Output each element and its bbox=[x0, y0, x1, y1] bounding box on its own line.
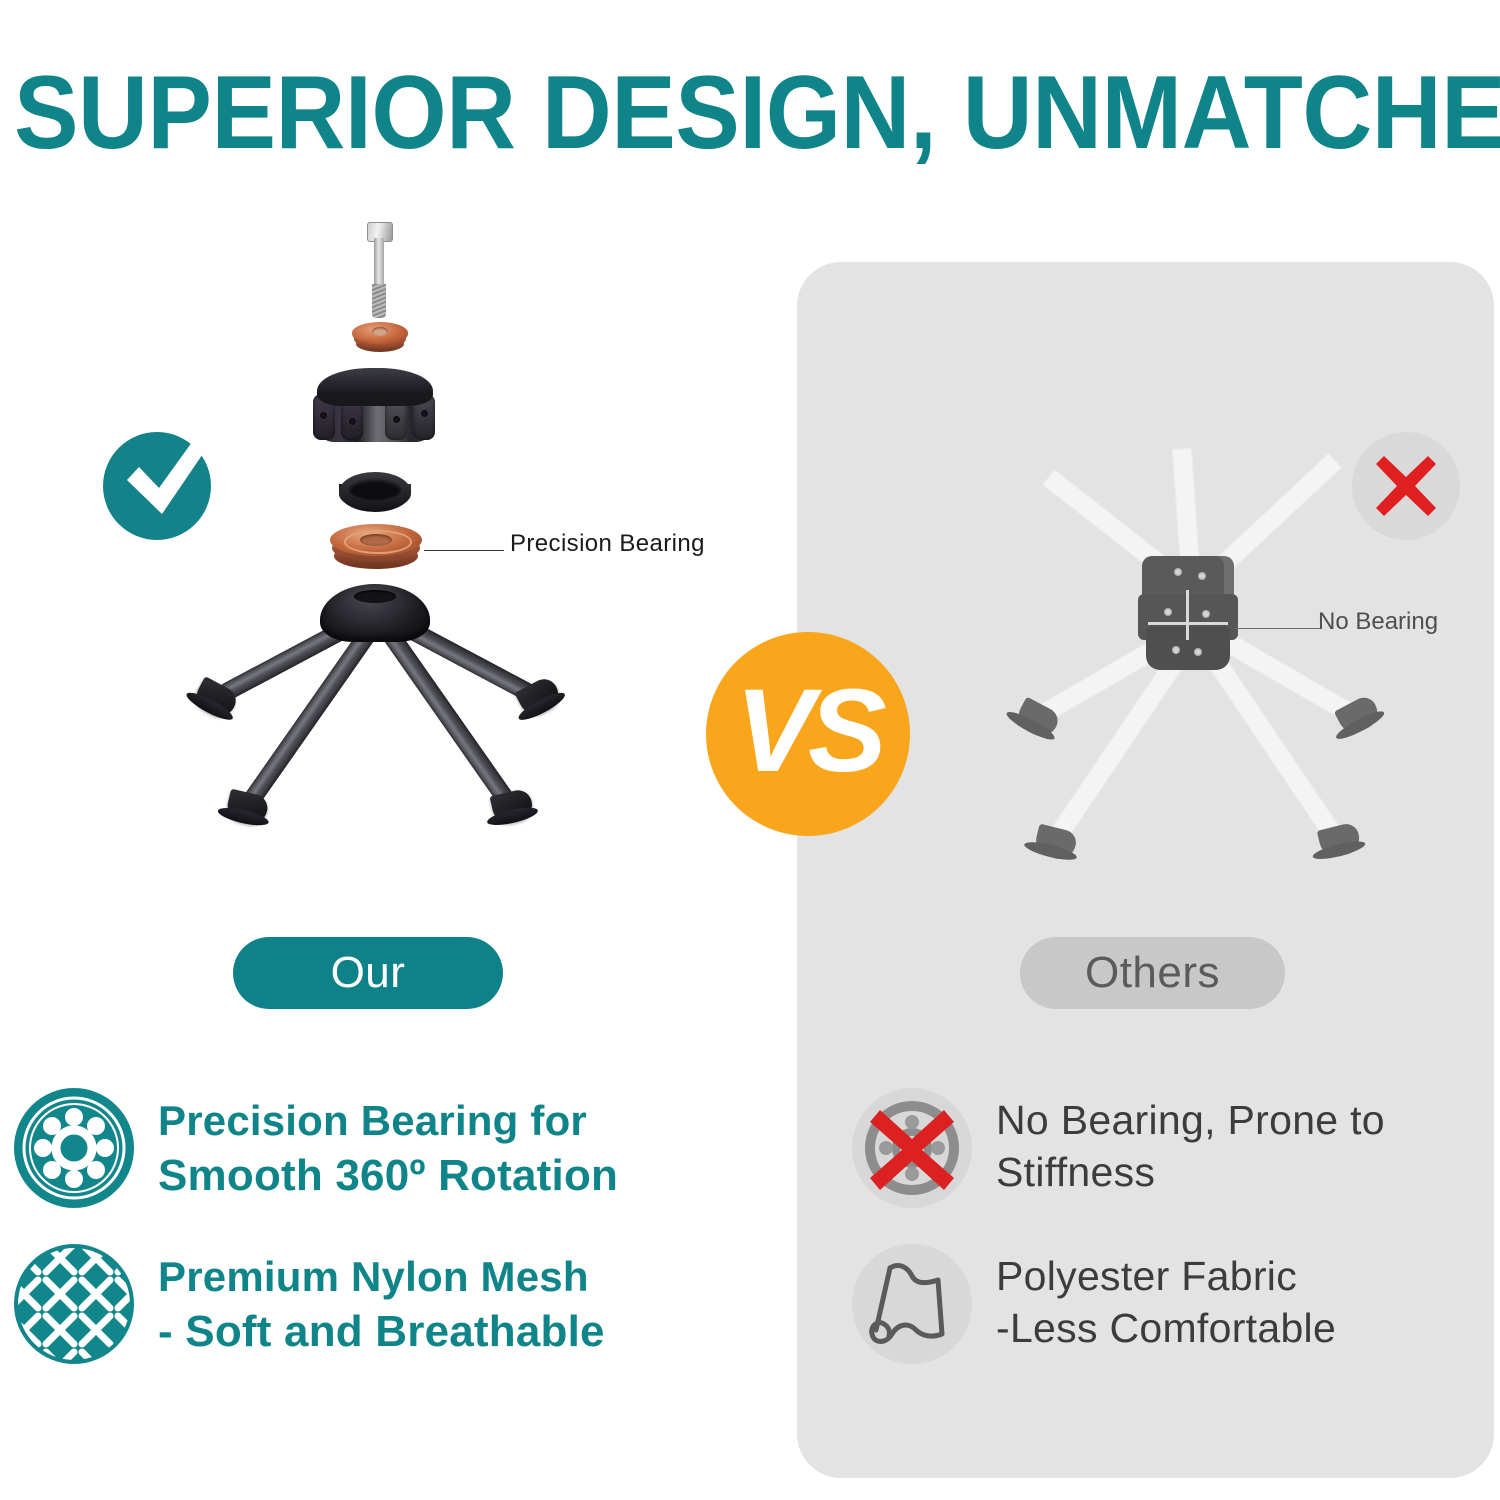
feature-line-2: Stiffness bbox=[996, 1149, 1156, 1196]
precision-bearing-part bbox=[330, 524, 422, 576]
cross-badge bbox=[1352, 432, 1460, 540]
no-bearing-leader-line bbox=[1235, 628, 1321, 629]
small-copper-bearing-part bbox=[352, 322, 408, 354]
others-hub-no-bearing bbox=[1136, 556, 1240, 674]
precision-bearing-leader-line bbox=[424, 550, 504, 551]
feature-line-2: - Soft and Breathable bbox=[158, 1306, 605, 1356]
close-icon bbox=[1376, 456, 1436, 516]
vs-badge: VS bbox=[706, 632, 910, 836]
others-label-text: Others bbox=[1084, 948, 1221, 997]
hub-part bbox=[313, 368, 437, 450]
our-base-cap bbox=[320, 584, 430, 642]
spacer-ring-part bbox=[339, 472, 411, 516]
page-title: SUPERIOR DESIGN, UNMATCHED COMFORT bbox=[14, 55, 1500, 171]
check-icon bbox=[127, 424, 215, 514]
bolt-thread-icon bbox=[372, 284, 386, 318]
feature-line-2: -Less Comfortable bbox=[996, 1305, 1337, 1352]
others-label-pill: Others bbox=[1020, 937, 1285, 1009]
feature-item-polyester-fabric: Polyester Fabric -Less Comfortable bbox=[846, 1238, 1486, 1370]
check-badge bbox=[103, 424, 215, 540]
feature-item-no-bearing: No Bearing, Prone to Stiffness bbox=[846, 1082, 1486, 1214]
woven-mesh-icon bbox=[8, 1238, 140, 1370]
vs-label: VS bbox=[735, 665, 886, 797]
feature-line-1: No Bearing, Prone to bbox=[996, 1097, 1385, 1143]
feature-line-1: Precision Bearing for bbox=[158, 1097, 587, 1144]
bolt-shaft-icon bbox=[374, 238, 384, 286]
our-label-text: Our bbox=[330, 948, 406, 997]
ball-bearing-icon bbox=[8, 1082, 140, 1214]
feature-item-nylon-mesh: Premium Nylon Mesh - Soft and Breathable bbox=[8, 1238, 768, 1370]
fabric-roll-icon bbox=[846, 1238, 978, 1370]
feature-item-precision-bearing: Precision Bearing for Smooth 360º Rotati… bbox=[8, 1082, 768, 1214]
our-label-pill: Our bbox=[233, 937, 503, 1009]
others-feature-list: No Bearing, Prone to Stiffness Polyester… bbox=[846, 1082, 1486, 1394]
precision-bearing-callout-label: Precision Bearing bbox=[510, 530, 705, 557]
no-bearing-callout-label: No Bearing bbox=[1318, 608, 1439, 635]
no-bearing-icon bbox=[846, 1082, 978, 1214]
our-feature-list: Precision Bearing for Smooth 360º Rotati… bbox=[8, 1082, 768, 1394]
feature-line-2: Smooth 360º Rotation bbox=[158, 1150, 619, 1200]
feature-line-1: Premium Nylon Mesh bbox=[158, 1253, 589, 1300]
feature-line-1: Polyester Fabric bbox=[996, 1253, 1298, 1299]
others-product-illustration bbox=[900, 420, 1460, 920]
